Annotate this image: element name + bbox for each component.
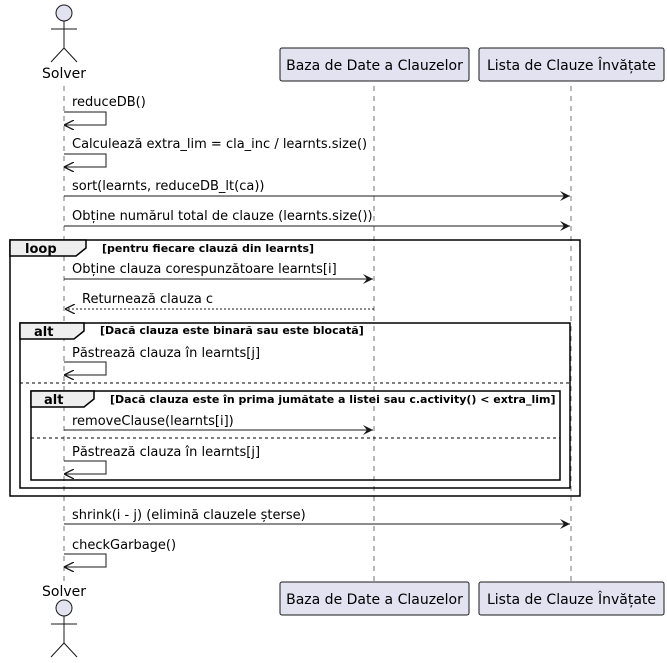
participant-learnts-label-top: Lista de Clauze Învățate [487, 56, 656, 74]
svg-text:Obține clauza corespunzătoare: Obține clauza corespunzătoare learnts[i] [72, 262, 337, 277]
message-keep-clause-1: Păstrează clauza în learnts[j] [64, 346, 260, 375]
svg-text:Calculează extra_lim = cla_inc: Calculează extra_lim = cla_inc / learnts… [72, 137, 367, 152]
participant-learnts-label-bottom: Lista de Clauze Învățate [487, 590, 656, 608]
alt-outer-keyword: alt [34, 325, 53, 340]
svg-text:removeClause(learnts[i]): removeClause(learnts[i]) [72, 414, 234, 429]
actor-solver-label-bottom: Solver [42, 584, 86, 600]
participant-learnts-top: Lista de Clauze Învățate [478, 47, 665, 82]
alt-inner-keyword: alt [44, 393, 63, 408]
svg-text:Păstrează clauza în learnts[j]: Păstrează clauza în learnts[j] [72, 346, 260, 361]
participant-db-label-bottom: Baza de Date a Clauzelor [286, 592, 463, 608]
message-get-clause: Obține clauza corespunzătoare learnts[i] [64, 262, 373, 284]
participant-db-label-top: Baza de Date a Clauzelor [286, 58, 463, 74]
loop-guard: [pentru fiecare clauză din learnts] [102, 242, 314, 255]
actor-solver-bottom: Solver [42, 584, 86, 658]
svg-text:Returnează clauza c: Returnează clauza c [82, 292, 213, 307]
svg-text:Obține numărul total de clauze: Obține numărul total de clauze (learnts.… [72, 209, 373, 224]
loop-keyword: loop [25, 242, 57, 257]
message-check-garbage: checkGarbage() [64, 538, 176, 567]
alt-outer-guard: [Dacă clauza este binară sau este blocat… [100, 324, 364, 337]
svg-text:sort(learnts, reduceDB_lt(ca)): sort(learnts, reduceDB_lt(ca)) [72, 179, 264, 194]
message-remove-clause: removeClause(learnts[i]) [64, 414, 373, 435]
fragment-alt-inner: alt [Dacă clauza este în prima jumătate … [30, 390, 561, 481]
svg-text:Păstrează clauza în learnts[j]: Păstrează clauza în learnts[j] [72, 445, 260, 460]
participant-db-top: Baza de Date a Clauzelor [279, 47, 470, 82]
actor-solver-label-top: Solver [42, 66, 86, 82]
svg-text:shrink(i - j) (elimină clauzel: shrink(i - j) (elimină clauzele șterse) [72, 508, 306, 523]
message-calc-extra-lim: Calculează extra_lim = cla_inc / learnts… [64, 137, 367, 167]
alt-inner-guard: [Dacă clauza este în prima jumătate a li… [110, 393, 556, 406]
fragment-alt-outer: alt [Dacă clauza este binară sau este bl… [19, 322, 571, 489]
svg-text:checkGarbage(): checkGarbage() [72, 538, 176, 553]
message-get-size: Obține numărul total de clauze (learnts.… [64, 209, 570, 231]
participant-db-bottom: Baza de Date a Clauzelor [279, 581, 470, 616]
message-sort: sort(learnts, reduceDB_lt(ca)) [64, 179, 570, 201]
fragment-loop: loop [pentru fiecare clauză din learnts] [9, 239, 581, 497]
message-return-clause: Returnează clauza c [65, 292, 374, 309]
message-keep-clause-2: Păstrează clauza în learnts[j] [64, 445, 260, 474]
actor-solver-top: Solver [42, 4, 86, 82]
message-reducedb: reduceDB() [64, 95, 146, 125]
message-shrink: shrink(i - j) (elimină clauzele șterse) [64, 508, 570, 529]
participant-learnts-bottom: Lista de Clauze Învățate [478, 581, 665, 616]
svg-text:reduceDB(): reduceDB() [72, 95, 146, 110]
